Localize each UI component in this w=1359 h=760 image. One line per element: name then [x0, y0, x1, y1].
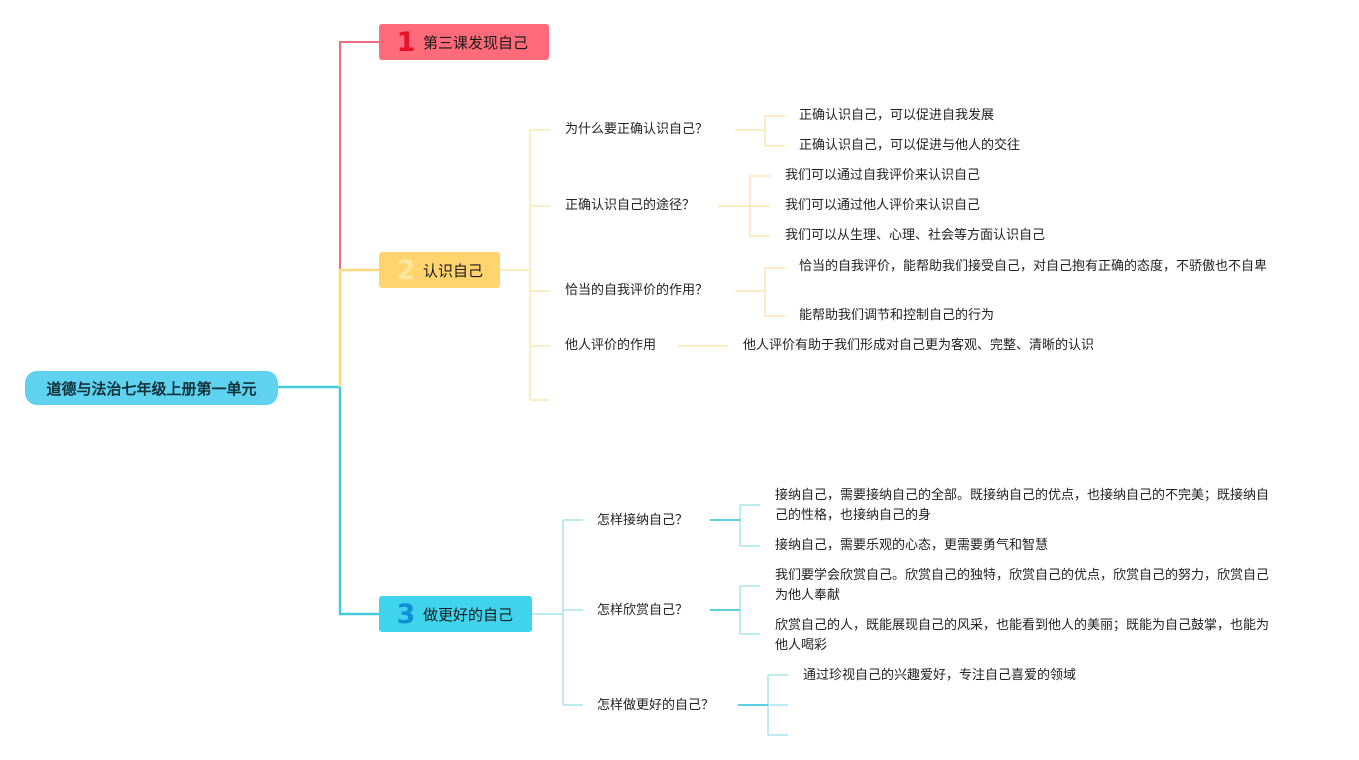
subtopic-ways-know-self[interactable]: 正确认识自己的途径？	[565, 198, 696, 213]
root-label: 道德与法治七年级上册第一单元	[46, 379, 257, 398]
leaf-node[interactable]: 我们要学会欣赏自己。欣赏自己的独特，欣赏自己的优点，欣赏自己的努力，欣赏自己为他…	[775, 568, 1270, 603]
leaf-node[interactable]: 我们可以通过自我评价来认识自己	[785, 168, 981, 183]
topic-number-3: 3	[396, 598, 416, 630]
topic-number-1: 1	[396, 26, 416, 58]
subtopic-self-evaluation-role[interactable]: 恰当的自我评价的作用？	[565, 283, 709, 298]
subtopic-be-better-self[interactable]: 怎样做更好的自己？	[597, 698, 715, 713]
leaf-node[interactable]: 接纳自己，需要乐观的心态，更需要勇气和智慧	[775, 538, 1049, 553]
subtopic-appreciate-self[interactable]: 怎样欣赏自己？	[597, 603, 689, 618]
topic-label: 做更好的自己	[423, 605, 514, 624]
leaf-node[interactable]: 我们可以通过他人评价来认识自己	[785, 198, 981, 213]
leaf-node[interactable]: 能帮助我们调节和控制自己的行为	[799, 308, 995, 323]
leaf-node[interactable]: 正确认识自己，可以促进与他人的交往	[799, 138, 1021, 153]
root-topic[interactable]: 道德与法治七年级上册第一单元	[25, 371, 278, 405]
leaf-node[interactable]: 我们可以从生理、心理、社会等方面认识自己	[785, 228, 1046, 243]
subtopic-others-evaluation-role[interactable]: 他人评价的作用	[565, 338, 657, 353]
subtopic-why-know-self[interactable]: 为什么要正确认识自己？	[565, 122, 709, 137]
leaf-node[interactable]: 通过珍视自己的兴趣爱好，专注自己喜爱的领域	[803, 668, 1077, 683]
topic-know-self[interactable]: 2 认识自己	[379, 252, 500, 288]
topic-label: 第三课发现自己	[423, 33, 529, 52]
leaf-node[interactable]: 他人评价有助于我们形成对自己更为客观、完整、清晰的认识	[743, 338, 1095, 353]
leaf-node[interactable]: 接纳自己，需要接纳自己的全部。既接纳自己的优点，也接纳自己的不完美；既接纳自己的…	[775, 488, 1270, 523]
topic-label: 认识自己	[423, 261, 484, 280]
subtopic-accept-self[interactable]: 怎样接纳自己？	[597, 513, 689, 528]
topic-number-2: 2	[396, 254, 416, 286]
topic-better-self[interactable]: 3 做更好的自己	[379, 596, 532, 632]
leaf-node[interactable]: 欣赏自己的人，既能展现自己的风采，也能看到他人的美丽；既能为自己鼓掌，也能为他人…	[775, 618, 1270, 653]
leaf-node[interactable]: 正确认识自己，可以促进自我发展	[799, 108, 995, 123]
topic-discover-self[interactable]: 1 第三课发现自己	[379, 24, 549, 60]
leaf-node[interactable]: 恰当的自我评价，能帮助我们接受自己，对自己抱有正确的态度，不骄傲也不自卑	[799, 259, 1268, 274]
